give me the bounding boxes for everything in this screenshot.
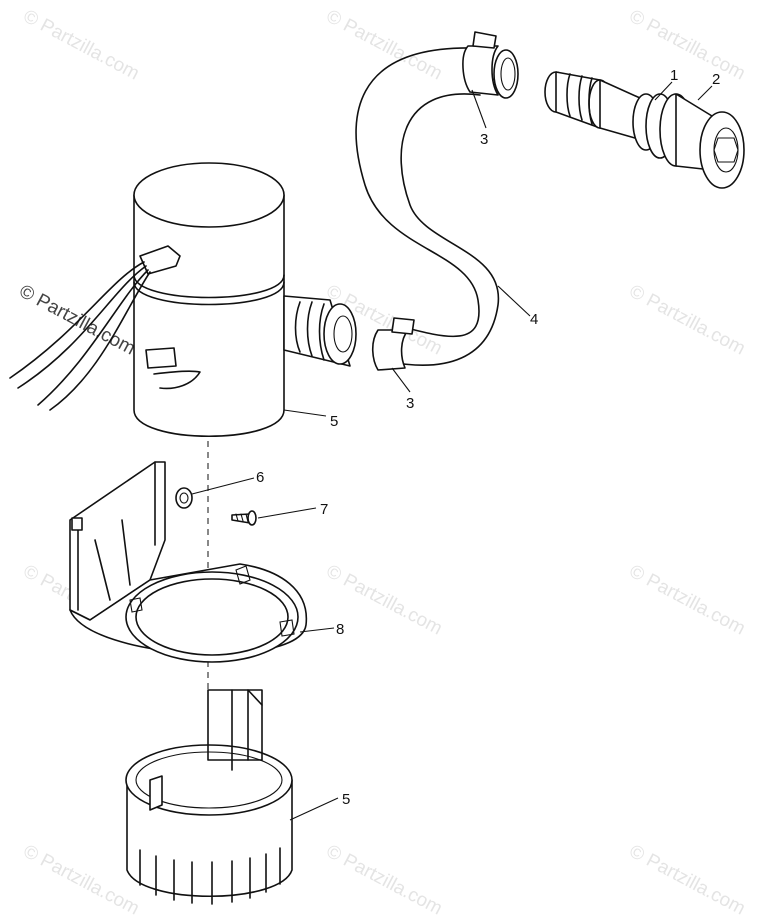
leader-4 bbox=[497, 285, 531, 317]
callout-6: 6 bbox=[256, 469, 264, 486]
callout-labels: 1 2 3 3 4 5 5 6 7 8 bbox=[256, 67, 720, 808]
callout-3a: 3 bbox=[480, 131, 488, 148]
watermark: © Partzilla.com bbox=[626, 561, 749, 640]
callout-3b: 3 bbox=[406, 395, 414, 412]
leader-5a bbox=[283, 409, 327, 417]
leader-8 bbox=[299, 627, 335, 633]
screw bbox=[231, 510, 257, 526]
hose-clamp-bottom bbox=[371, 317, 415, 371]
leader-1 bbox=[654, 81, 673, 101]
callout-1: 1 bbox=[670, 67, 678, 84]
leader-3b bbox=[391, 367, 411, 393]
leader-lines bbox=[191, 81, 713, 821]
washer bbox=[175, 487, 193, 509]
leader-7 bbox=[257, 507, 317, 519]
callout-5b: 5 bbox=[342, 791, 350, 808]
callout-8: 8 bbox=[336, 621, 344, 638]
pump-outlet-port bbox=[283, 295, 357, 367]
watermark: © Partzilla.com bbox=[323, 6, 446, 85]
watermark: © Partzilla.com bbox=[323, 841, 446, 920]
thru-hull-fitting bbox=[544, 71, 745, 189]
leader-3a bbox=[471, 89, 487, 129]
watermark: © Partzilla.com bbox=[626, 6, 749, 85]
watermark: © Partzilla.com bbox=[626, 281, 749, 360]
watermark: © Partzilla.com bbox=[16, 281, 139, 360]
bilge-pump-body bbox=[133, 162, 285, 437]
callout-7: 7 bbox=[320, 501, 328, 518]
leader-5b bbox=[289, 797, 339, 821]
hose bbox=[355, 47, 500, 366]
callout-2: 2 bbox=[712, 71, 720, 88]
callout-4: 4 bbox=[530, 311, 538, 328]
pump-wiring bbox=[9, 245, 181, 411]
leader-2 bbox=[697, 85, 713, 101]
mounting-bracket bbox=[69, 461, 308, 663]
watermark: © Partzilla.com bbox=[20, 841, 143, 920]
watermark: © Partzilla.com bbox=[20, 6, 143, 85]
watermark: © Partzilla.com bbox=[626, 841, 749, 920]
callout-5a: 5 bbox=[330, 413, 338, 430]
leader-6 bbox=[191, 477, 255, 495]
strainer-base bbox=[125, 689, 293, 905]
hose-clamp-top bbox=[462, 31, 519, 99]
